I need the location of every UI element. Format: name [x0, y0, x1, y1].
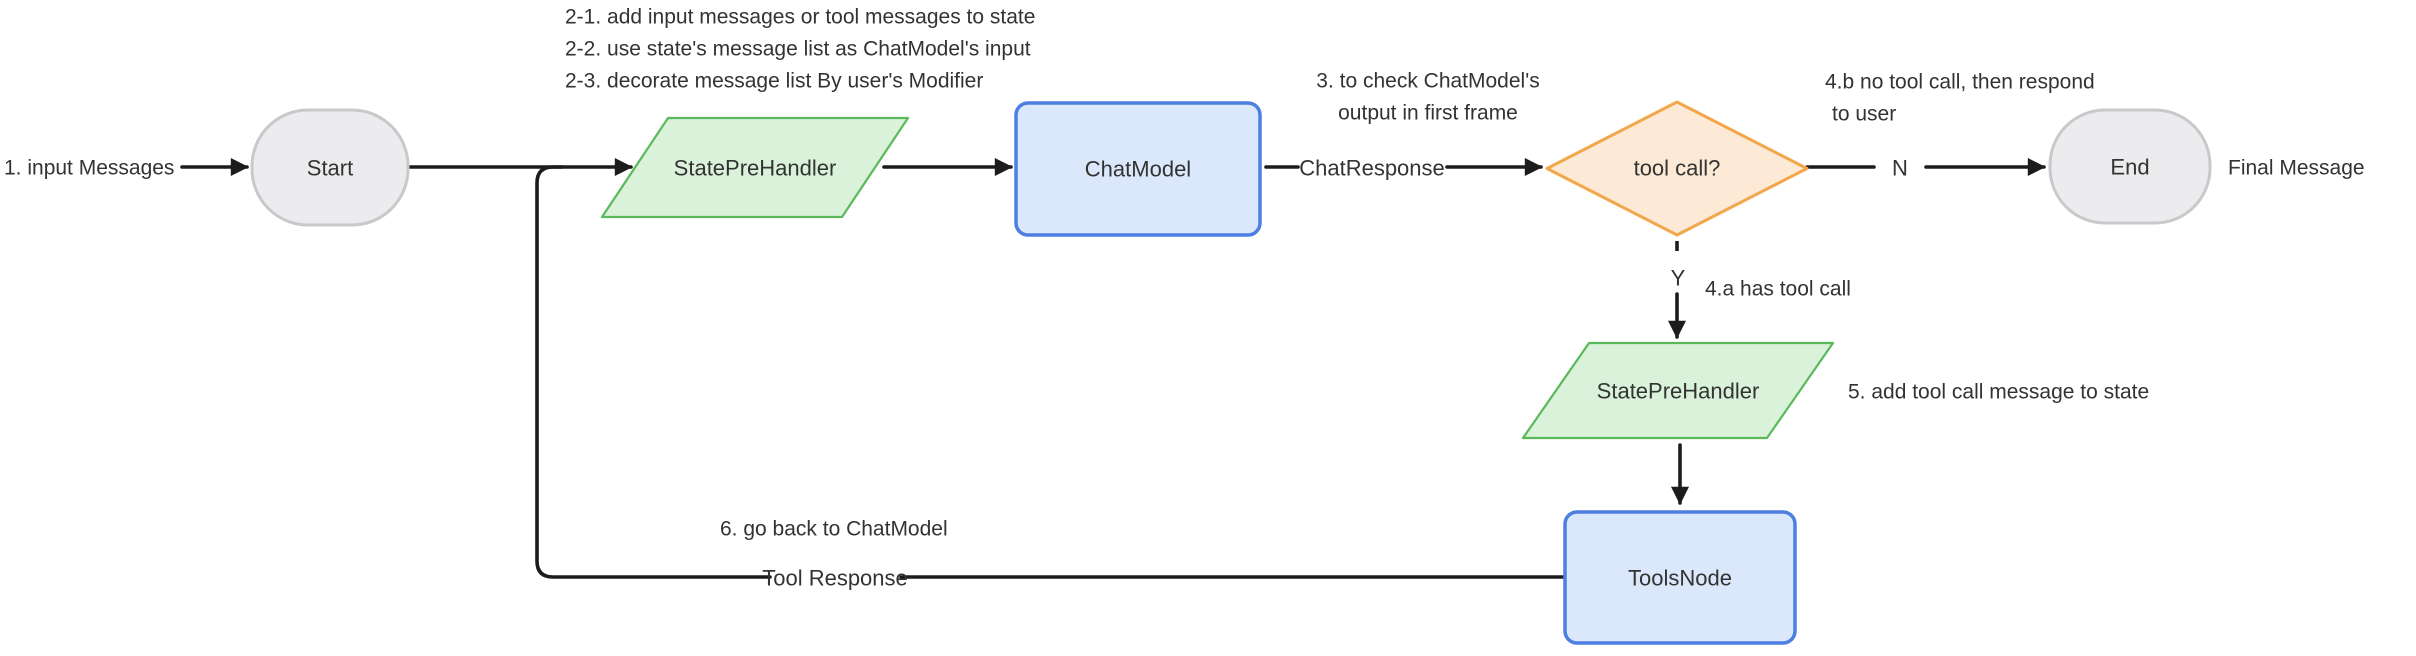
node-toolsnode-label: ToolsNode — [1628, 566, 1732, 591]
annotation-step2-line2: 2-2. use state's message list as ChatMod… — [565, 38, 1031, 61]
node-stateprehandler-bottom — [1521, 341, 1835, 440]
annotation-final-message: Final Message — [2228, 157, 2365, 180]
node-stateprehandler-top-label: StatePreHandler — [674, 156, 837, 181]
annotation-step4b-line2: to user — [1832, 103, 1896, 126]
annotation-step5: 5. add tool call message to state — [1848, 381, 2149, 404]
edge-label-n: N — [1892, 156, 1908, 181]
node-chatmodel-label: ChatModel — [1085, 157, 1191, 182]
annotation-step6: 6. go back to ChatModel — [720, 518, 948, 541]
node-chatmodel — [1014, 101, 1262, 237]
edge-label-tool-response: Tool Response — [762, 566, 908, 591]
annotation-step3-line1: 3. to check ChatModel's — [1316, 70, 1539, 93]
annotation-step4b-line1: 4.b no tool call, then respond — [1825, 71, 2095, 94]
node-start-label: Start — [307, 156, 353, 181]
node-start — [250, 108, 410, 227]
edge-label-chatresponse: ChatResponse — [1299, 156, 1445, 181]
node-end — [2048, 108, 2212, 225]
annotation-step3-line2: output in first frame — [1338, 102, 1518, 125]
annotation-step2-line1: 2-1. add input messages or tool messages… — [565, 6, 1035, 29]
node-stateprehandler-top — [600, 116, 910, 219]
annotation-step1: 1. input Messages — [4, 157, 174, 180]
edge-toolsnode-loop-left-segment — [535, 165, 772, 579]
node-tool-call-decision-label: tool call? — [1634, 156, 1721, 181]
node-toolsnode — [1563, 510, 1797, 645]
annotation-step2-line3: 2-3. decorate message list By user's Mod… — [565, 70, 983, 93]
edge-label-y: Y — [1671, 266, 1686, 291]
node-tool-call-decision — [1545, 100, 1809, 237]
annotation-step4a: 4.a has tool call — [1705, 278, 1851, 301]
node-stateprehandler-bottom-label: StatePreHandler — [1597, 379, 1760, 404]
node-end-label: End — [2110, 155, 2149, 180]
